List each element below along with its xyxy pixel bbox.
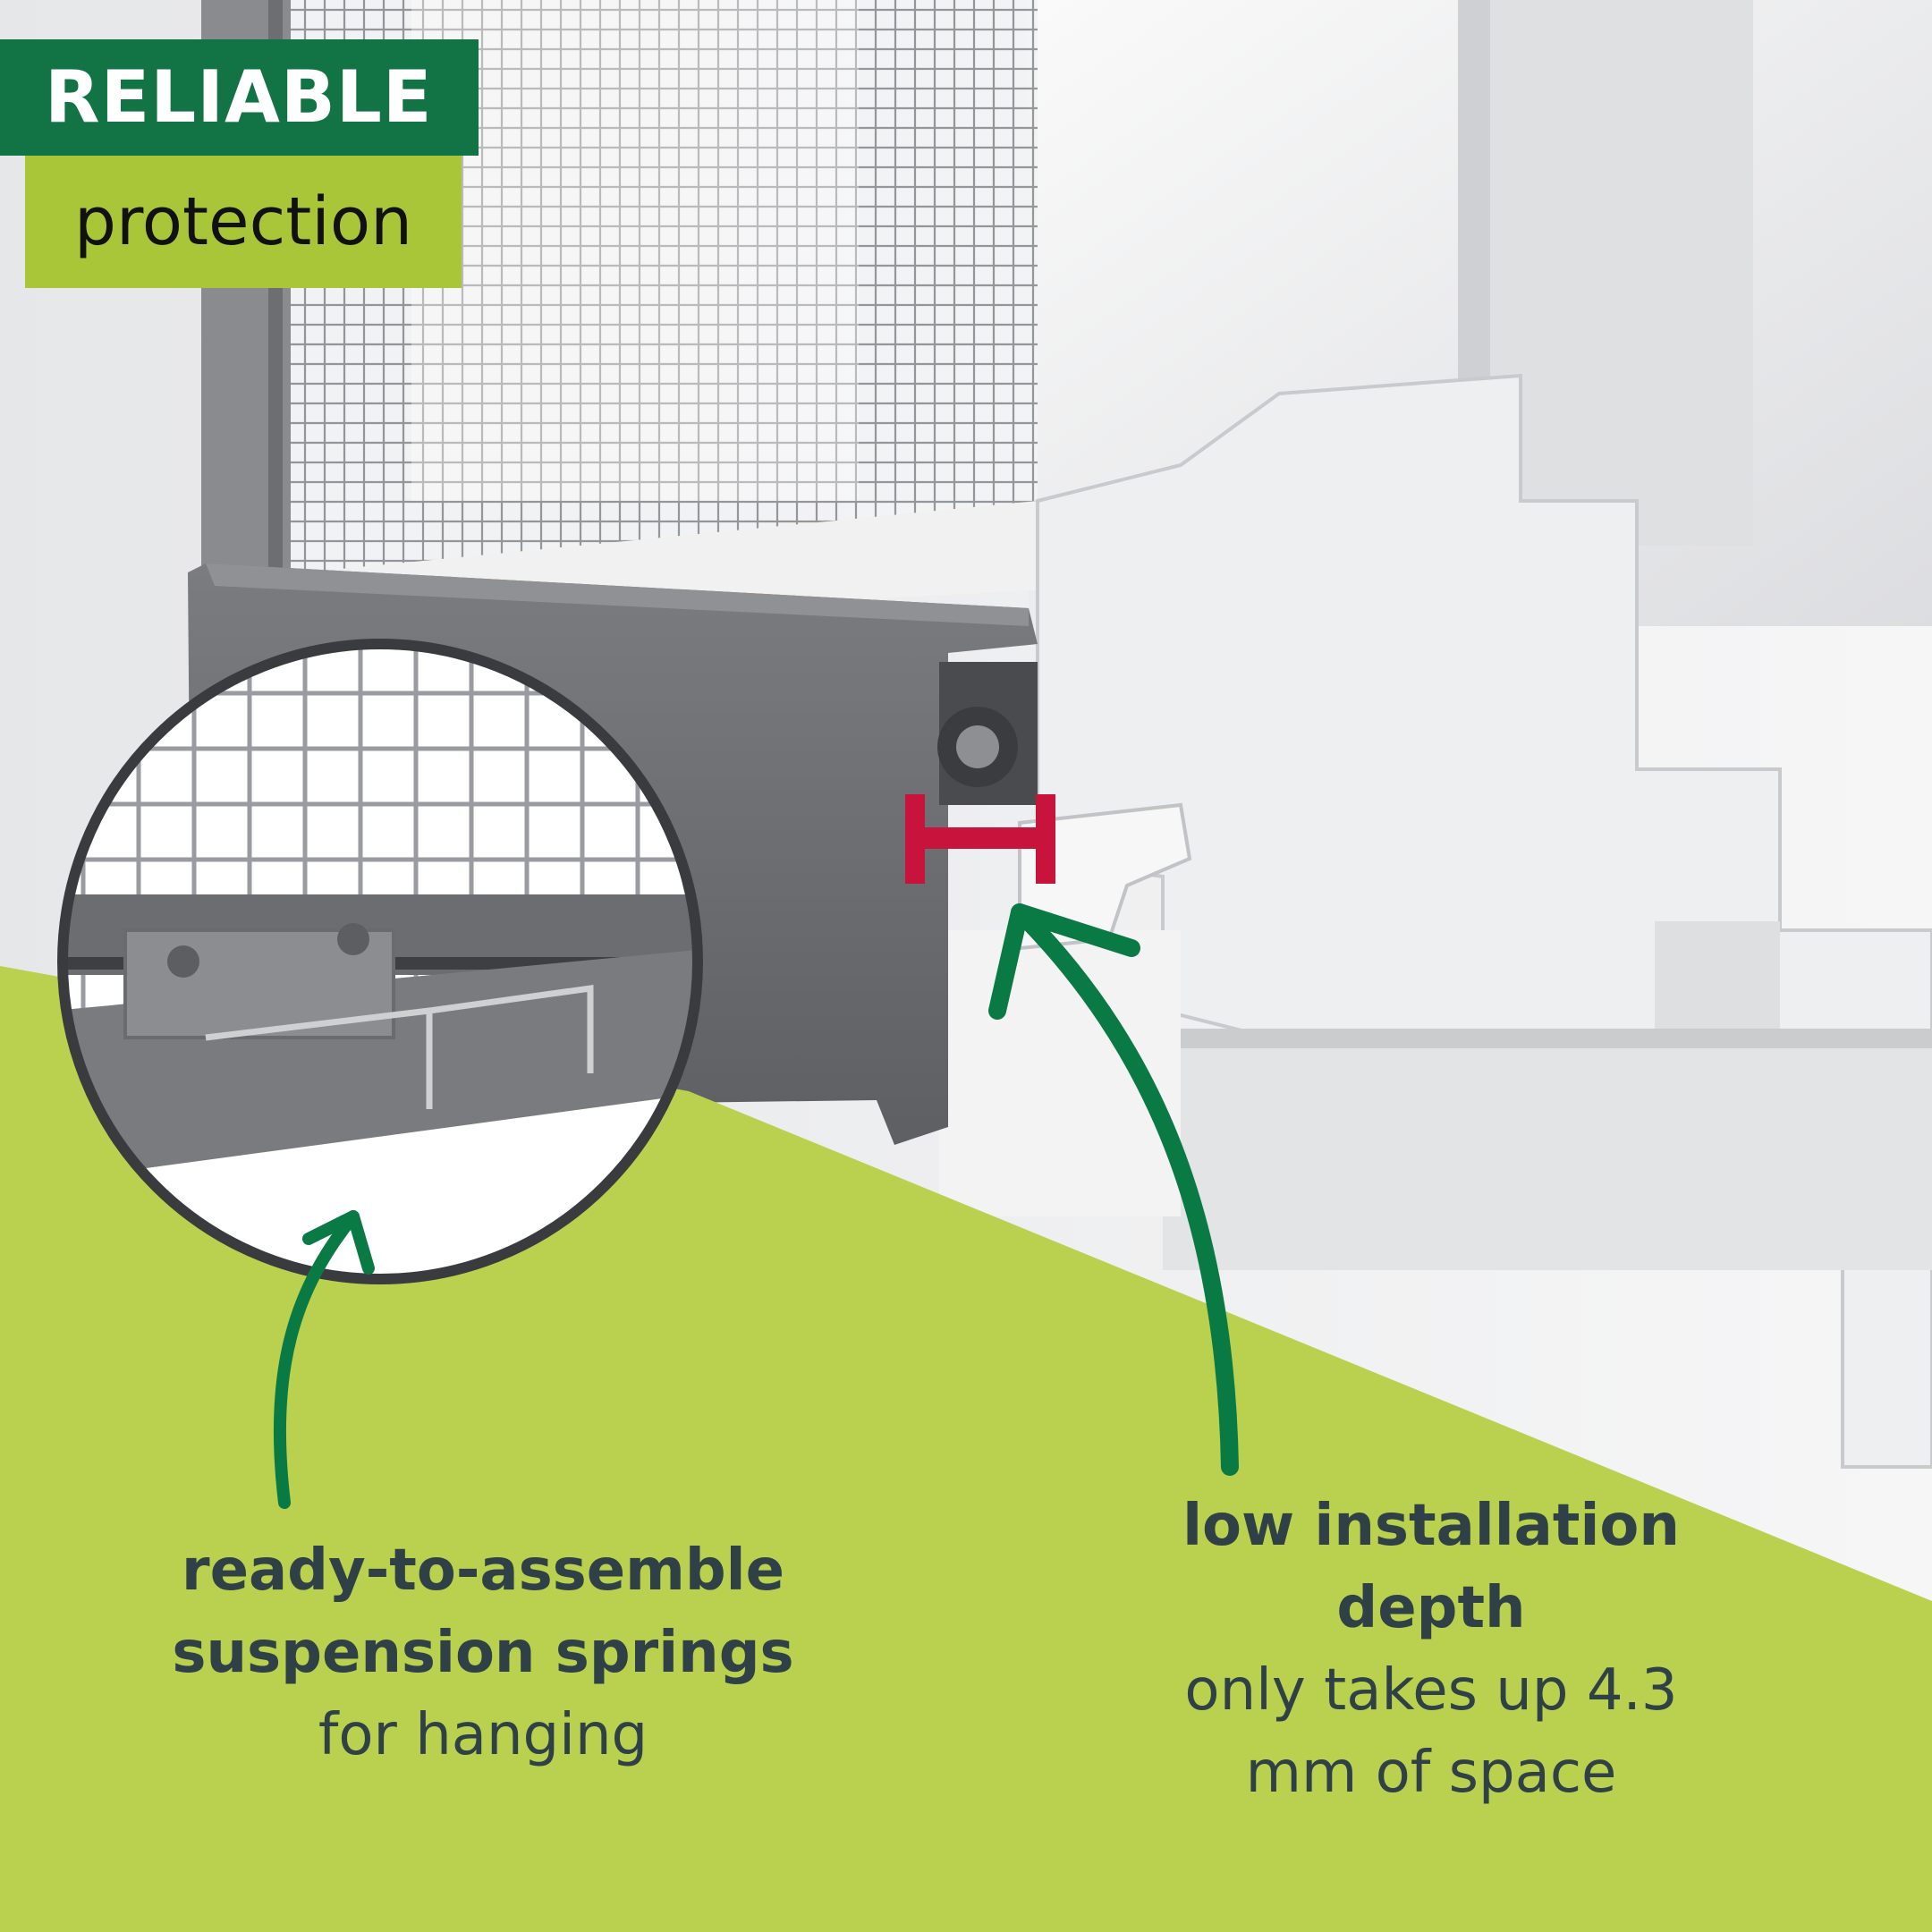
- feature-depth-subtitle-line2: mm of space: [1245, 1740, 1617, 1806]
- screen-rail-lip: [206, 564, 1029, 626]
- window-frame-lower-block: [1163, 1038, 1932, 1270]
- brush-seal-core: [956, 725, 999, 768]
- feature-depth-subtitle-line1: only takes up 4.3: [1184, 1657, 1678, 1724]
- feature-depth-title-line1: low installation: [1182, 1493, 1680, 1559]
- feature-springs-title-line1: ready-to-assemble: [182, 1538, 784, 1604]
- magnifier-loupe: [57, 639, 703, 1284]
- badge-subtitle: protection: [25, 156, 462, 288]
- depth-marker-icon: [905, 794, 1055, 884]
- arrow-to-depth-icon: [988, 903, 1239, 1476]
- badge-title: RELIABLE: [0, 39, 479, 156]
- feature-springs-subtitle: for hanging: [318, 1702, 648, 1768]
- arrow-to-spring-icon: [273, 1210, 375, 1509]
- feature-springs-caption: ready-to-assemble suspension springs for…: [125, 1530, 841, 1776]
- window-sash-post: [1485, 0, 1753, 546]
- feature-depth-caption: low installation depth only takes up 4.3…: [1118, 1485, 1744, 1814]
- feature-depth-title-line2: depth: [1336, 1575, 1526, 1641]
- window-frame-lower-shadow: [1163, 1029, 1932, 1048]
- feature-springs-title-line2: suspension springs: [172, 1620, 794, 1686]
- mesh-panel-sheen: [411, 0, 859, 501]
